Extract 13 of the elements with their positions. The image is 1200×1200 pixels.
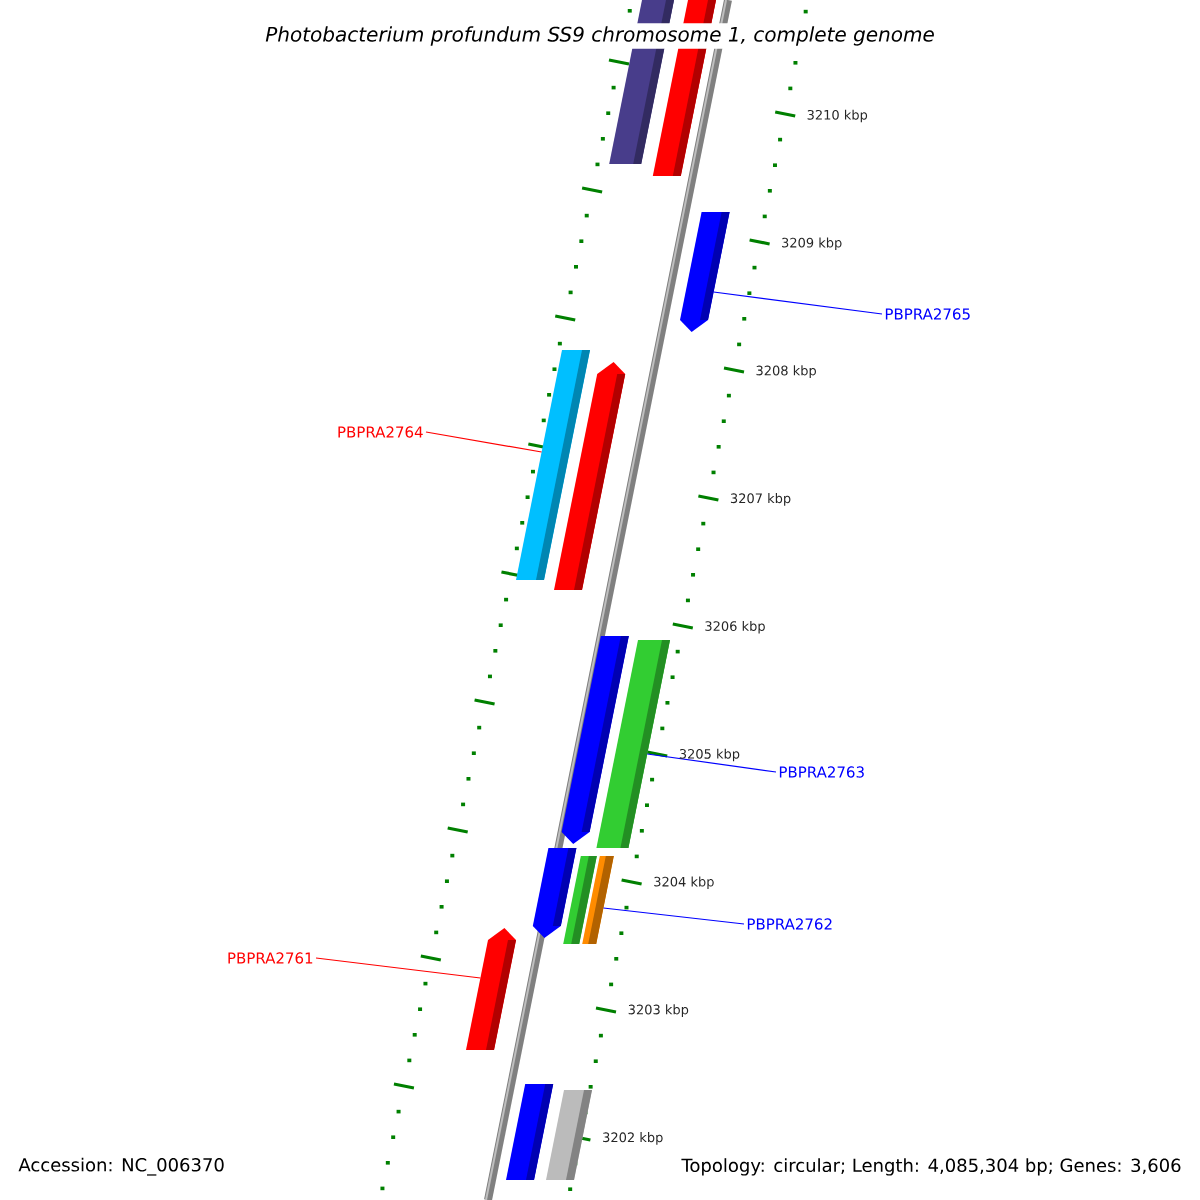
leader-line bbox=[425, 431, 543, 453]
leader-line bbox=[602, 907, 745, 925]
gene-bar bbox=[466, 928, 516, 1050]
gene-bar bbox=[516, 350, 590, 580]
gene-bar bbox=[680, 212, 730, 332]
title: Photobacterium profundum SS9 chromosome 1, complete genome bbox=[262, 23, 938, 49]
info-label: Topology: circular; Length: 4,085,304 bp; Genes: 3,606 bbox=[679, 1156, 1184, 1178]
leader-line bbox=[646, 753, 777, 773]
accession-label: Accession: NC_006370 bbox=[18, 1157, 224, 1176]
gene-bar bbox=[596, 640, 670, 848]
gene-bar bbox=[582, 856, 614, 944]
leader-line bbox=[315, 957, 481, 979]
leader-line bbox=[713, 291, 883, 315]
